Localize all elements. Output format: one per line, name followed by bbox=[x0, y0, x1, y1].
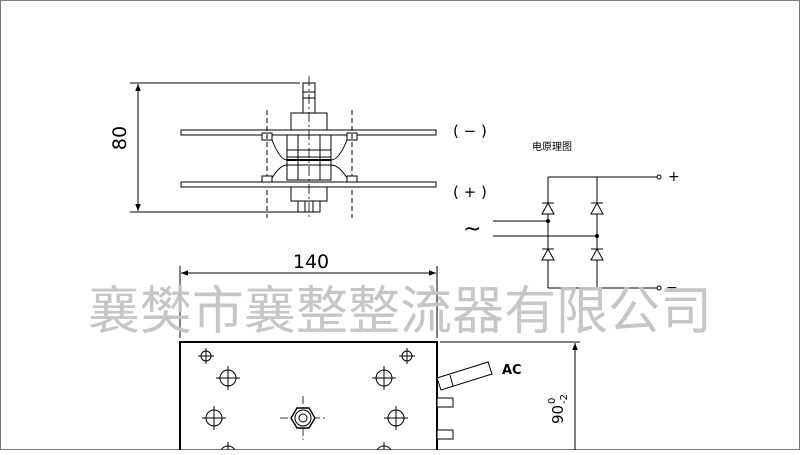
circuit-title: 电原理图 bbox=[532, 140, 572, 153]
width-value: 140 bbox=[293, 251, 329, 273]
positive-terminal-label: ( + ) bbox=[453, 183, 487, 201]
depth-value: 90 bbox=[549, 405, 567, 424]
diode-d4 bbox=[590, 247, 604, 261]
depth-tol-upper: 0 bbox=[547, 398, 558, 404]
small-hole bbox=[399, 348, 415, 364]
depth-dimension bbox=[440, 341, 580, 450]
depth-value-group: 90 0 -2 bbox=[547, 394, 570, 424]
base-plate-outline bbox=[179, 341, 438, 455]
positive-plate bbox=[180, 181, 437, 188]
ac-lug-label: AC bbox=[502, 363, 522, 378]
side-tab bbox=[436, 429, 454, 440]
height-dimension bbox=[130, 82, 300, 213]
diode-d2 bbox=[590, 201, 604, 215]
small-hole bbox=[198, 348, 214, 364]
circuit-minus-label: − bbox=[666, 280, 678, 296]
center-stud bbox=[280, 396, 326, 440]
mounting-hole bbox=[384, 406, 408, 430]
bridge-circuit bbox=[493, 174, 662, 291]
mounting-hole bbox=[372, 442, 396, 455]
height-value: 80 bbox=[109, 126, 131, 150]
ac-terminal-lug bbox=[436, 361, 493, 391]
ac-symbol: ~ bbox=[463, 217, 481, 242]
plan-view bbox=[179, 341, 493, 455]
width-dimension bbox=[179, 266, 438, 338]
negative-terminal-label: ( − ) bbox=[453, 122, 487, 140]
side-tab bbox=[436, 397, 454, 408]
diode-d1 bbox=[541, 201, 555, 215]
circuit-plus-label: + bbox=[668, 169, 680, 185]
side-view bbox=[180, 76, 437, 220]
diode-d3 bbox=[541, 247, 555, 261]
negative-plate bbox=[180, 129, 437, 136]
mounting-hole bbox=[202, 406, 226, 430]
depth-tol-lower: -2 bbox=[559, 394, 570, 404]
mounting-hole bbox=[372, 366, 396, 390]
mounting-hole bbox=[216, 366, 240, 390]
company-watermark: 襄樊市襄整整流器有限公司 bbox=[88, 282, 712, 342]
mounting-hole bbox=[216, 442, 240, 455]
